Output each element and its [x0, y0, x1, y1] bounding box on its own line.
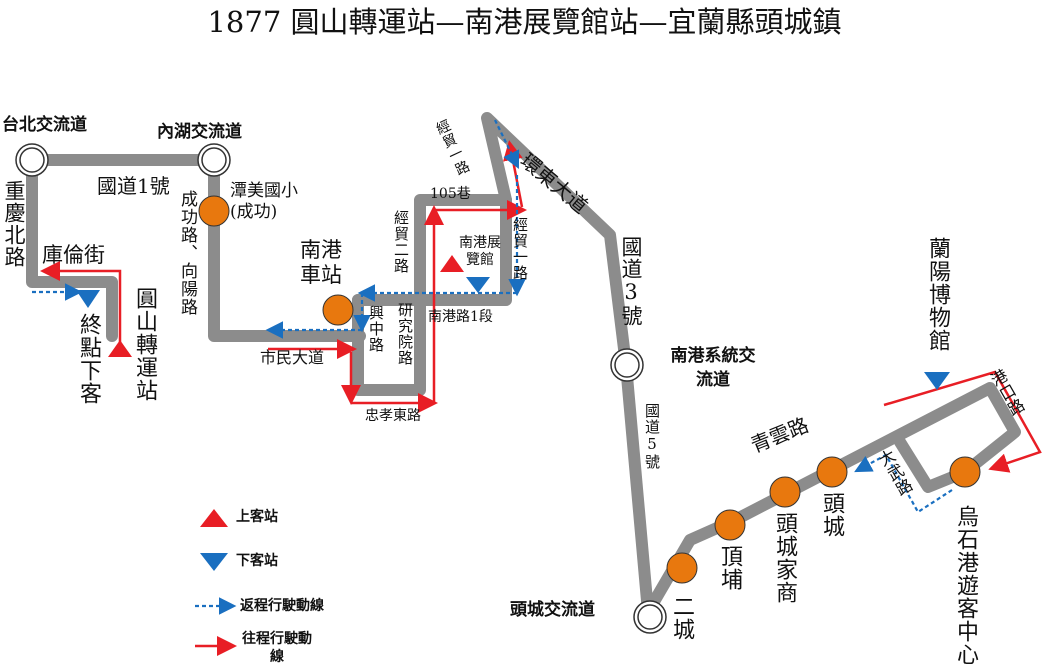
legend-alight: 下客站: [236, 553, 278, 569]
label-tanmei: 潭美國小 (成功): [230, 181, 298, 223]
board-alight-icons: [76, 255, 950, 656]
label-chenggong: 成功路、向陽路: [177, 190, 197, 316]
stop-icons: [198, 195, 981, 584]
road-chongqing: [26, 154, 118, 342]
legend-return: 返程行駛動線: [240, 598, 324, 614]
label-toucheng-interchange: 頭城交流道: [510, 600, 595, 620]
label-taipei-interchange: 台北交流道: [2, 115, 87, 135]
label-expo: 南港展覽館: [459, 235, 501, 268]
label-dingpu: 頂埔: [717, 545, 742, 591]
label-lanyang: 蘭陽博物館: [925, 237, 950, 352]
label-wushi: 烏石港遊客中心: [953, 505, 978, 666]
page-title: 1877 圓山轉運站—南港展覽館站—宜蘭縣頭城鎮: [207, 5, 842, 39]
label-toucheng: 頭城: [819, 492, 844, 538]
legend-board: 上客站: [236, 509, 278, 525]
label-nangang-rd: 南港路1段: [428, 309, 493, 325]
label-nangang-interchange: 南港系統交流道: [670, 346, 756, 390]
label-terminal: 終點下客: [76, 313, 101, 405]
road-yilan: [642, 382, 1021, 618]
label-neihu-interchange: 內湖交流道: [157, 122, 242, 142]
label-zhongxiao: 忠孝東路: [365, 408, 421, 424]
label-tc-school: 頭城家商: [772, 512, 797, 604]
label-nangang-station: 南港車站: [300, 238, 342, 288]
label-erchen: 二城: [669, 595, 694, 641]
label-lane105: 105巷: [430, 186, 471, 202]
label-xingzhong: 興中路: [367, 305, 385, 353]
label-chongqing: 重慶北路: [2, 180, 26, 268]
legend-outbound: 往程行駛動線: [242, 631, 312, 666]
road-loop: [352, 194, 512, 396]
label-yanjiuyuan: 研究院路: [396, 302, 414, 366]
label-jingmao1: 經貿一路: [511, 217, 529, 281]
label-fwy5: 國道5號: [643, 403, 661, 470]
label-fwy1: 國道1號: [97, 174, 170, 198]
label-shimin: 市民大道: [260, 348, 325, 367]
label-jingmao2: 經貿二路: [392, 210, 410, 274]
label-fwy3: 國道3號: [619, 236, 643, 327]
label-kulun: 庫倫街: [42, 243, 105, 267]
label-yuanshan: 圓山轉運站: [132, 287, 157, 402]
interchange-icons: [15, 143, 667, 634]
return-route: [32, 119, 953, 514]
